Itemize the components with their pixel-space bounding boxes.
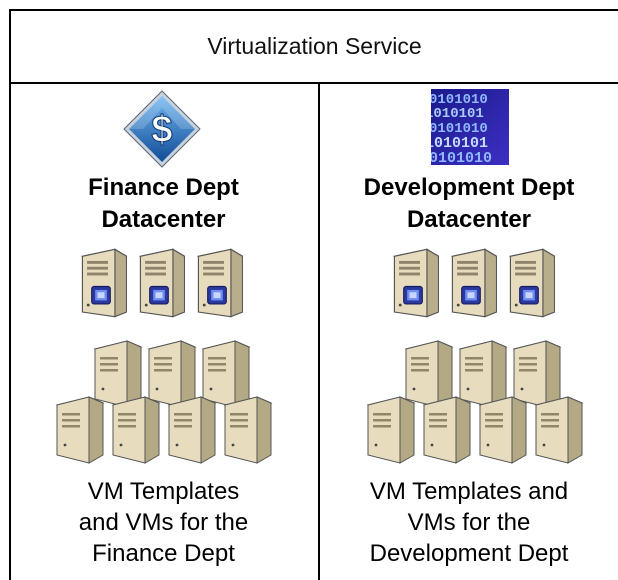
diagram-title: Virtualization Service <box>207 33 422 59</box>
finance-title-line1: Finance Dept <box>88 174 239 201</box>
development-caption-line1: VM Templates and <box>369 478 569 505</box>
development-caption-line3: Development Dept <box>369 540 569 567</box>
svg-text:0101010: 0101010 <box>431 150 492 165</box>
title-box: Virtualization Service <box>9 9 618 84</box>
development-title-line2: Datacenter <box>406 206 532 233</box>
finance-dept-title: Finance Dept Datacenter <box>9 172 318 236</box>
finance-title-line2: Datacenter <box>101 206 226 233</box>
left-border <box>9 84 11 580</box>
binary-code-icon: 0101010 1010101 0101010 1010101 0101010 <box>431 89 509 165</box>
svg-text:1010101: 1010101 <box>431 135 488 152</box>
development-caption: VM Templates and VMs for the Development… <box>320 476 618 569</box>
svg-text:0101010: 0101010 <box>431 92 488 108</box>
finance-dollar-icon: $ <box>123 90 201 168</box>
svg-text:0101010: 0101010 <box>431 121 488 137</box>
finance-host-servers <box>81 248 243 318</box>
development-dept-title: Development Dept Datacenter <box>320 172 618 236</box>
finance-column: $ Finance Dept Datacenter VM Templates a… <box>9 84 318 580</box>
finance-caption-line3: Finance Dept <box>92 540 235 567</box>
column-divider <box>318 84 320 580</box>
development-column: 0101010 1010101 0101010 1010101 0101010 … <box>320 84 618 580</box>
development-title-line1: Development Dept <box>363 174 575 201</box>
finance-caption-line2: and VMs for the <box>78 509 249 536</box>
finance-caption-line1: VM Templates <box>87 478 240 505</box>
svg-text:$: $ <box>151 109 172 151</box>
svg-text:1010101: 1010101 <box>431 106 484 122</box>
development-caption-line2: VMs for the <box>407 509 531 536</box>
finance-vm-cluster <box>56 340 272 464</box>
development-vm-cluster <box>367 340 583 464</box>
development-host-servers <box>393 248 555 318</box>
finance-caption: VM Templates and VMs for the Finance Dep… <box>9 476 318 569</box>
diagram-frame: Virtualization Service $ Finance Dept Da… <box>9 9 618 580</box>
